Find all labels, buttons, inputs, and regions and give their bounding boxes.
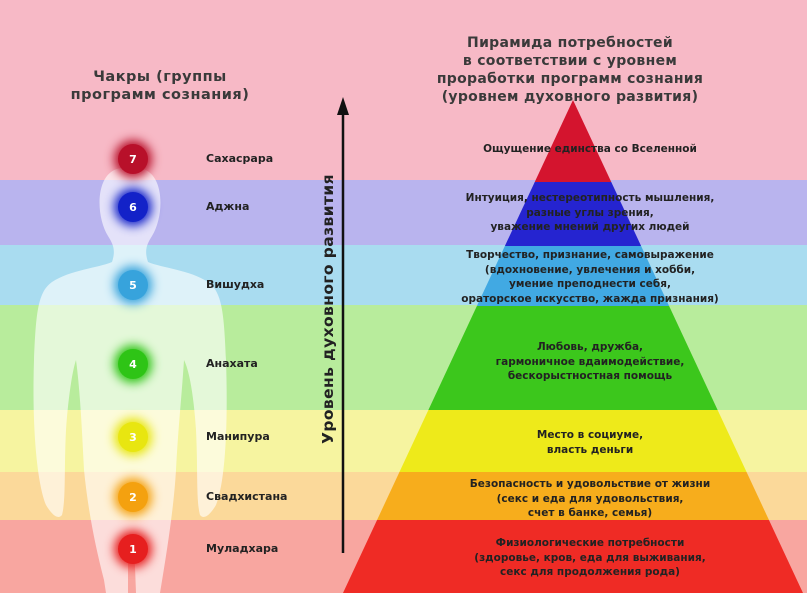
chakra-name-7: Сахасрара xyxy=(206,152,274,165)
chakra-dot-1: 1 xyxy=(118,534,148,564)
pyramid-level-1 xyxy=(343,520,803,593)
pyramid xyxy=(343,100,803,593)
pyramid-level-5 xyxy=(476,246,670,306)
pyramid-text-6: Интуиция, нестереотипность мышления, раз… xyxy=(465,192,715,233)
chakra-dot-5: 5 xyxy=(118,270,148,300)
pyramid-level-7 xyxy=(534,100,612,182)
chakra-name-5: Вишудха xyxy=(206,278,265,291)
pyramid-title: Пирамида потребностей в соответствии с у… xyxy=(436,35,704,105)
level-arrow xyxy=(337,97,349,553)
chakras-title: Чакры (группы программ сознания) xyxy=(70,69,250,103)
chakra-dot-4: 4 xyxy=(118,349,148,379)
pyramid-text-7: Ощущение единства со Вселенной xyxy=(483,143,697,155)
pyramid-text-2: Безопасность и удовольствие от жизни (се… xyxy=(469,478,711,519)
pyramid-level-2 xyxy=(377,472,769,520)
chakra-dot-2: 2 xyxy=(118,482,148,512)
pyramid-text-5: Творчество, признание, самовыражение (вд… xyxy=(461,249,719,305)
chakra-dot-3: 3 xyxy=(118,422,148,452)
chakra-name-6: Аджна xyxy=(206,200,250,213)
chakra-dot-6: 6 xyxy=(118,192,148,222)
pyramid-text-3: Место в социуме, власть деньги xyxy=(536,429,644,456)
chakra-name-2: Свадхистана xyxy=(206,490,288,503)
pyramid-level-6 xyxy=(504,182,642,246)
chakra-name-4: Анахата xyxy=(206,357,258,370)
pyramid-text-1: Физиологические потребности (здоровье, к… xyxy=(474,537,706,578)
chakra-name-3: Манипура xyxy=(206,430,270,443)
chakra-dot-7: 7 xyxy=(118,144,148,174)
chakra-name-1: Муладхара xyxy=(206,542,279,555)
body-silhouette xyxy=(33,168,227,593)
arrow-label: Уровень духовного развития xyxy=(319,174,337,444)
pyramid-level-4 xyxy=(428,306,718,410)
pyramid-text-4: Любовь, дружба, гармоничное вдаимодейств… xyxy=(495,341,685,382)
pyramid-level-3 xyxy=(399,410,747,472)
